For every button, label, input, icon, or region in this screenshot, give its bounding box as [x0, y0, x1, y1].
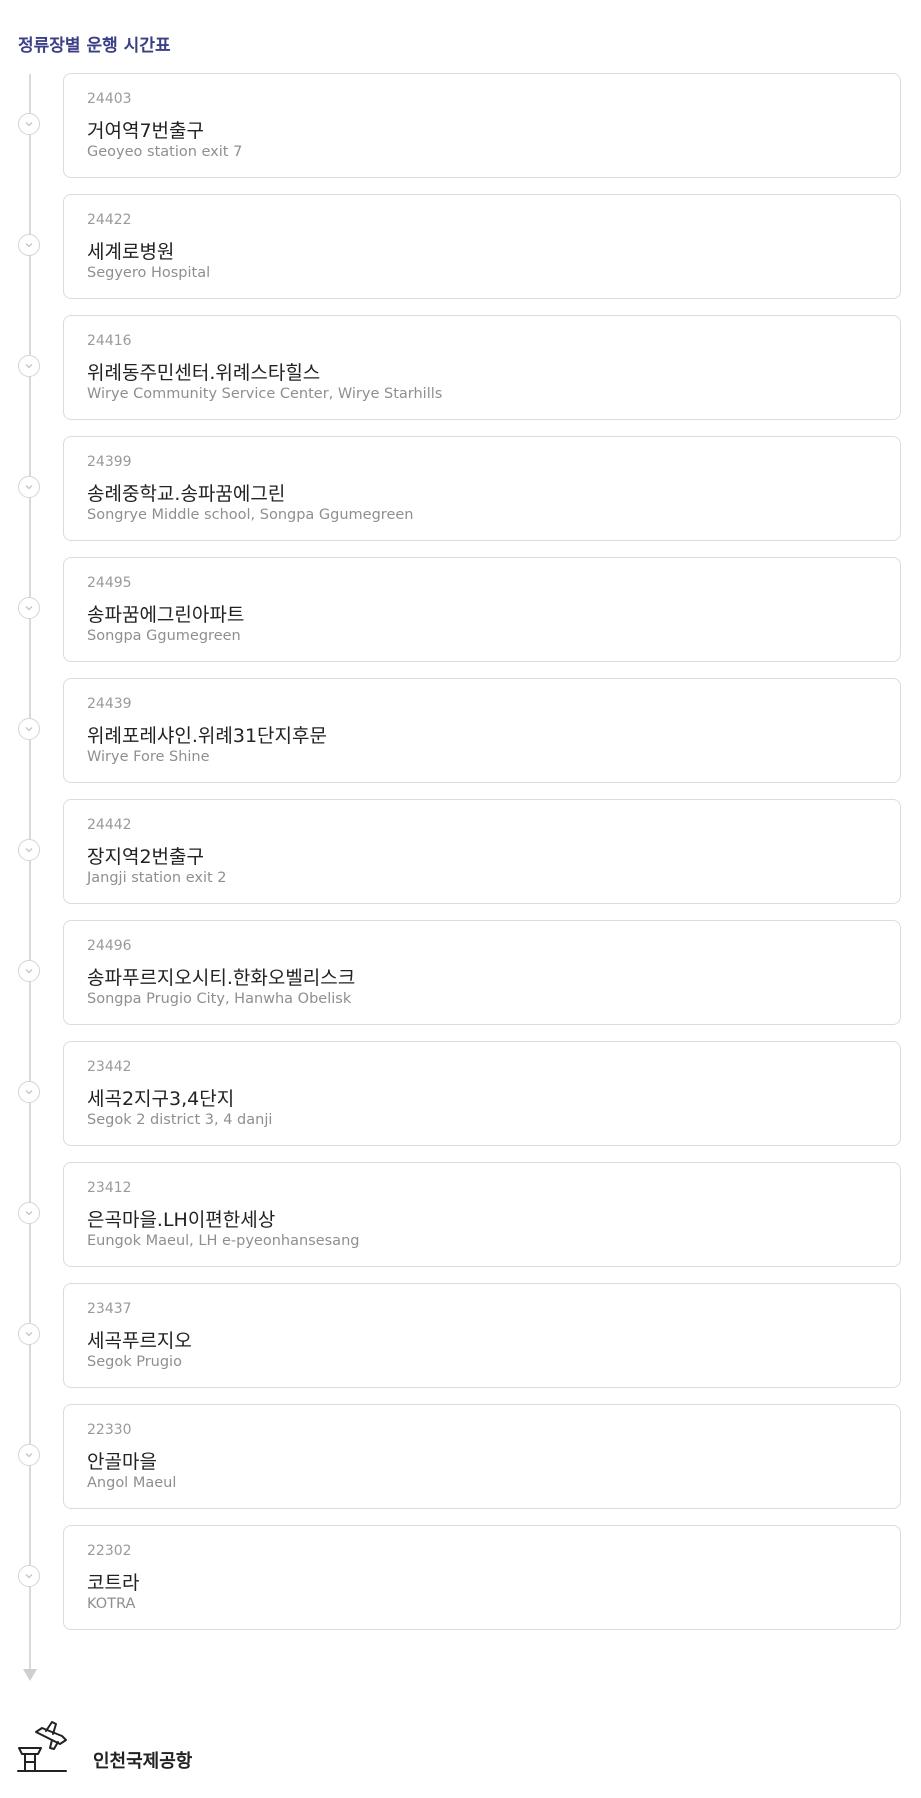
timeline-arrow-icon	[23, 1669, 37, 1681]
stop-card[interactable]: 22330 안골마을 Angol Maeul	[63, 1404, 901, 1509]
chevron-down-icon	[18, 1081, 40, 1103]
stop-code: 24403	[87, 91, 132, 107]
stop-name: 은곡마을.LH이편한세상	[87, 1209, 276, 1231]
stop-card[interactable]: 24495 송파꿈에그린아파트 Songpa Ggumegreen	[63, 557, 901, 662]
stop-name-english: Eungok Maeul, LH e-pyeonhansesang	[87, 1233, 360, 1249]
stop-name-english: Songrye Middle school, Songpa Ggumegreen	[87, 507, 414, 523]
stop-name-english: Segyero Hospital	[87, 265, 211, 281]
route-timeline-line	[29, 74, 31, 1674]
stop-code: 24442	[87, 817, 132, 833]
stop-item: 24416 위례동주민센터.위례스타힐스 Wirye Community Ser…	[0, 315, 921, 436]
stop-code: 23412	[87, 1180, 132, 1196]
stop-card[interactable]: 24439 위례포레샤인.위례31단지후문 Wirye Fore Shine	[63, 678, 901, 783]
stop-item: 24403 거여역7번출구 Geoyeo station exit 7	[0, 73, 921, 194]
stop-code: 24422	[87, 212, 132, 228]
stop-code: 24495	[87, 575, 132, 591]
stop-name-english: Wirye Fore Shine	[87, 749, 210, 765]
stop-name-english: Songpa Prugio City, Hanwha Obelisk	[87, 991, 352, 1007]
stop-item: 24495 송파꿈에그린아파트 Songpa Ggumegreen	[0, 557, 921, 678]
stop-code: 24439	[87, 696, 132, 712]
stop-name-english: Geoyeo station exit 7	[87, 144, 243, 160]
stop-item: 24496 송파푸르지오시티.한화오벨리스크 Songpa Prugio Cit…	[0, 920, 921, 1041]
stop-name-english: KOTRA	[87, 1596, 136, 1612]
stop-name: 위례포레샤인.위례31단지후문	[87, 725, 327, 747]
chevron-down-icon	[18, 597, 40, 619]
stop-list: 24403 거여역7번출구 Geoyeo station exit 7 2442…	[0, 73, 921, 1646]
stop-card[interactable]: 24416 위례동주민센터.위례스타힐스 Wirye Community Ser…	[63, 315, 901, 420]
chevron-down-icon	[18, 1323, 40, 1345]
chevron-down-icon	[18, 113, 40, 135]
chevron-down-icon	[18, 1444, 40, 1466]
stop-name: 송파푸르지오시티.한화오벨리스크	[87, 967, 356, 989]
stop-name: 안골마을	[87, 1451, 157, 1473]
stop-card[interactable]: 23437 세곡푸르지오 Segok Prugio	[63, 1283, 901, 1388]
stop-item: 24439 위례포레샤인.위례31단지후문 Wirye Fore Shine	[0, 678, 921, 799]
chevron-down-icon	[18, 1202, 40, 1224]
stop-item: 22302 코트라 KOTRA	[0, 1525, 921, 1646]
stop-name: 거여역7번출구	[87, 120, 204, 142]
stop-card[interactable]: 23442 세곡2지구3,4단지 Segok 2 district 3, 4 d…	[63, 1041, 901, 1146]
stop-item: 23437 세곡푸르지오 Segok Prugio	[0, 1283, 921, 1404]
destination: 인천국제공항	[16, 1718, 416, 1774]
stop-card[interactable]: 23412 은곡마을.LH이편한세상 Eungok Maeul, LH e-py…	[63, 1162, 901, 1267]
chevron-down-icon	[18, 234, 40, 256]
chevron-down-icon	[18, 839, 40, 861]
stop-name: 세곡푸르지오	[87, 1330, 192, 1352]
stop-code: 23442	[87, 1059, 132, 1075]
stop-name: 위례동주민센터.위례스타힐스	[87, 362, 321, 384]
stop-card[interactable]: 24399 송례중학교.송파꿈에그린 Songrye Middle school…	[63, 436, 901, 541]
stop-code: 23437	[87, 1301, 132, 1317]
stop-item: 23412 은곡마을.LH이편한세상 Eungok Maeul, LH e-py…	[0, 1162, 921, 1283]
stop-name-english: Segok Prugio	[87, 1354, 182, 1370]
chevron-down-icon	[18, 1565, 40, 1587]
page-title: 정류장별 운행 시간표	[18, 36, 171, 56]
stop-name-english: Wirye Community Service Center, Wirye St…	[87, 386, 443, 402]
stop-card[interactable]: 24442 장지역2번출구 Jangji station exit 2	[63, 799, 901, 904]
stop-name: 송례중학교.송파꿈에그린	[87, 483, 286, 505]
stop-card[interactable]: 24403 거여역7번출구 Geoyeo station exit 7	[63, 73, 901, 178]
stop-code: 24399	[87, 454, 132, 470]
stop-item: 24442 장지역2번출구 Jangji station exit 2	[0, 799, 921, 920]
stop-code: 22330	[87, 1422, 132, 1438]
stop-item: 24422 세계로병원 Segyero Hospital	[0, 194, 921, 315]
destination-name: 인천국제공항	[93, 1751, 193, 1772]
chevron-down-icon	[18, 960, 40, 982]
stop-item: 23442 세곡2지구3,4단지 Segok 2 district 3, 4 d…	[0, 1041, 921, 1162]
chevron-down-icon	[18, 476, 40, 498]
stop-name-english: Songpa Ggumegreen	[87, 628, 241, 644]
stop-item: 22330 안골마을 Angol Maeul	[0, 1404, 921, 1525]
stop-card[interactable]: 22302 코트라 KOTRA	[63, 1525, 901, 1630]
stop-item: 24399 송례중학교.송파꿈에그린 Songrye Middle school…	[0, 436, 921, 557]
stop-name: 송파꿈에그린아파트	[87, 604, 245, 626]
stop-code: 24496	[87, 938, 132, 954]
stop-card[interactable]: 24422 세계로병원 Segyero Hospital	[63, 194, 901, 299]
stop-name: 코트라	[87, 1572, 140, 1594]
chevron-down-icon	[18, 355, 40, 377]
stop-name: 세곡2지구3,4단지	[87, 1088, 235, 1110]
stop-name-english: Angol Maeul	[87, 1475, 177, 1491]
stop-code: 22302	[87, 1543, 132, 1559]
stop-name-english: Jangji station exit 2	[87, 870, 227, 886]
stop-card[interactable]: 24496 송파푸르지오시티.한화오벨리스크 Songpa Prugio Cit…	[63, 920, 901, 1025]
airport-icon	[17, 1721, 67, 1772]
stop-name: 장지역2번출구	[87, 846, 204, 868]
stop-name: 세계로병원	[87, 241, 175, 263]
chevron-down-icon	[18, 718, 40, 740]
stop-code: 24416	[87, 333, 132, 349]
stop-name-english: Segok 2 district 3, 4 danji	[87, 1112, 273, 1128]
